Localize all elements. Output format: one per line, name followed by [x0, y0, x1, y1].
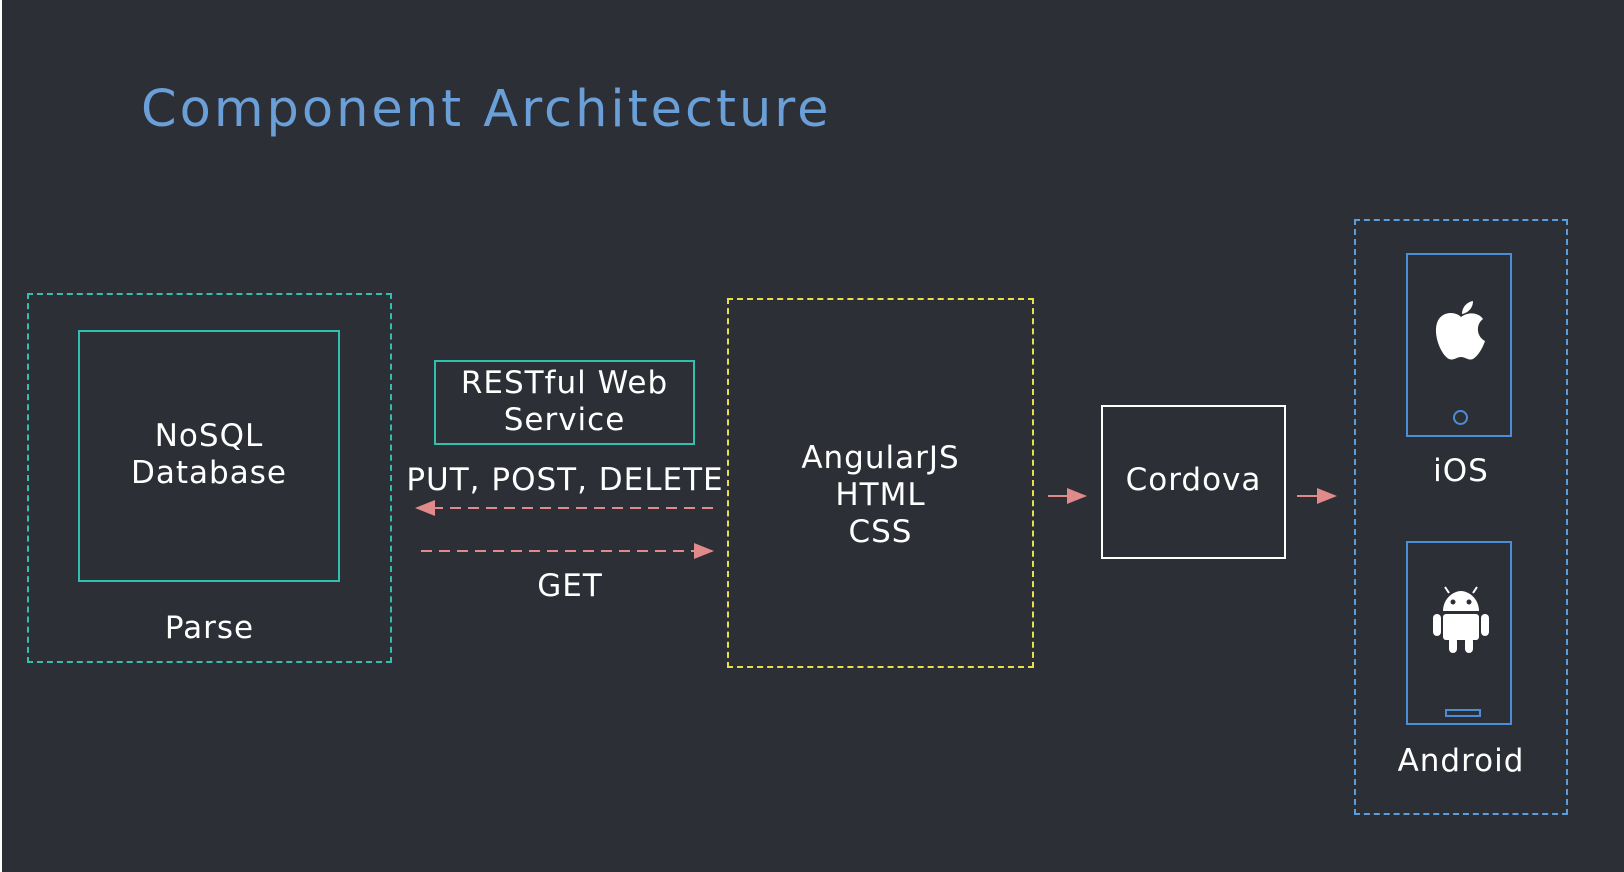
android-label: Android [1397, 743, 1525, 779]
write-methods-label: PUT, POST, DELETE [406, 462, 724, 498]
ios-phone [1406, 253, 1512, 437]
rest-service-box [434, 360, 695, 445]
android-phone [1406, 541, 1512, 725]
parse-label: Parse [164, 610, 255, 646]
parse-group [27, 293, 392, 663]
rest-service-label: RESTful Web Service [460, 365, 669, 438]
android-nav-bar [1445, 709, 1481, 717]
android-logo-icon [1433, 586, 1489, 653]
frontend-label: AngularJS HTML CSS [801, 440, 960, 550]
left-edge-line [0, 0, 2, 872]
ios-label: iOS [1433, 453, 1489, 489]
platform-group [1354, 219, 1568, 815]
cordova-box [1101, 405, 1286, 559]
ios-home-button [1453, 410, 1468, 425]
frontend-group [727, 298, 1034, 668]
page-title: Component Architecture [141, 80, 832, 139]
cordova-label: Cordova [1125, 462, 1262, 498]
database-box [78, 330, 340, 582]
read-method-label: GET [537, 568, 603, 604]
database-label: NoSQL Database [131, 418, 287, 491]
apple-logo-icon [1435, 301, 1485, 360]
